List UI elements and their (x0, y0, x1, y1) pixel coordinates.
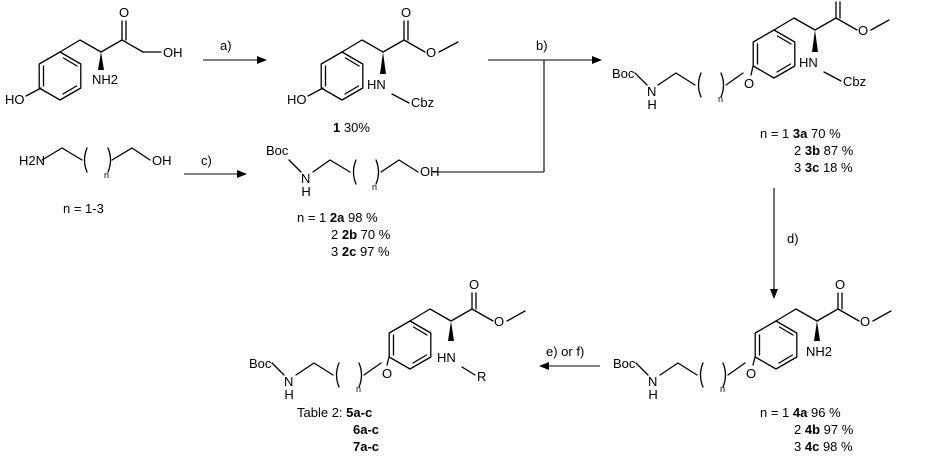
step-c-label: c) (201, 153, 212, 168)
c1-hn-label: HN (367, 77, 386, 92)
prod-boc-label: Boc (249, 356, 272, 371)
n-range-label: n = 1-3 (63, 201, 104, 216)
prod-r-label: R (477, 369, 486, 384)
c4-nh2-label: NH2 (806, 344, 832, 359)
c3-repeat-n: n (718, 94, 723, 104)
compound-1-structure: O O HO HN Cbz 1 30% (287, 5, 459, 135)
c4-ester-o-label: O (860, 314, 870, 329)
prod-hn-label: HN (437, 350, 456, 365)
tyrosine-structure: O OH HO NH2 (5, 5, 183, 107)
c4-yield-row-2: 2 4b 97 % (794, 422, 854, 437)
c2-oh-label: OH (420, 164, 440, 179)
h2n-label: H2N (19, 153, 45, 168)
c1-cbz-label: Cbz (411, 95, 434, 110)
c3-boc-label: Boc (612, 66, 635, 81)
c3-ether-o-label: O (744, 76, 754, 91)
acid-oh-label: OH (163, 45, 183, 60)
step-b-label: b) (536, 38, 548, 53)
c2-repeat-n: n (372, 182, 377, 192)
c3-ester-o-label: O (858, 23, 868, 38)
prod-ester-o-label: O (494, 314, 504, 329)
c2-yield-row-2: 2 2b 70 % (331, 227, 391, 242)
table-ref-row-2: 6a-c (353, 422, 379, 437)
c4-repeat-n: n (720, 384, 725, 394)
prod-carbonyl-o-label: O (469, 277, 479, 292)
c3-yield-row-3: 3 3c 18 % (794, 160, 853, 175)
step-ef-label: e) or f) (546, 344, 584, 359)
c4-boc-label: Boc (613, 356, 636, 371)
table-ref-row-3: 7a-c (353, 439, 379, 454)
c1-carbonyl-o-label: O (401, 5, 411, 20)
c4-yield-row-1: n = 1 4a 96 % (760, 405, 841, 420)
c2-yield-row-1: n = 1 2a 98 % (297, 210, 378, 225)
amine-n-label: NH2 (92, 72, 118, 87)
c3-hn-label: HN (799, 55, 818, 70)
terminal-oh-label: OH (152, 153, 172, 168)
c4-yield-row-3: 3 4c 98 % (794, 439, 853, 454)
c1-phenol-ho-label: HO (287, 92, 307, 107)
step-d-label: d) (787, 231, 799, 246)
step-a-label: a) (220, 38, 232, 53)
c1-ester-o-label: O (426, 45, 436, 60)
compound-1-label: 1 30% (333, 120, 370, 135)
aminoalcohol-structure: H2N n OH n = 1-3 (19, 147, 172, 216)
c3-cbz-label: Cbz (843, 74, 866, 89)
c3-yield-row-1: n = 1 3a 70 % (760, 126, 841, 141)
phenol-ho-label: HO (5, 92, 25, 107)
c4-carbonyl-o-label: O (835, 277, 845, 292)
carbonyl-oxygen-label: O (119, 5, 129, 20)
repeat-n-label: n (104, 170, 109, 180)
table-ref-row-1: Table 2: 5a-c (297, 405, 372, 420)
prod-ether-o-label: O (382, 366, 392, 381)
arrow-step-b (433, 56, 602, 173)
prod-repeat-n: n (356, 384, 361, 394)
c2-yield-row-3: 3 2c 97 % (331, 244, 390, 259)
c4-ether-o-label: O (746, 366, 756, 381)
c3-yield-row-2: 2 3b 87 % (794, 143, 854, 158)
c2-boc-label: Boc (266, 143, 289, 158)
